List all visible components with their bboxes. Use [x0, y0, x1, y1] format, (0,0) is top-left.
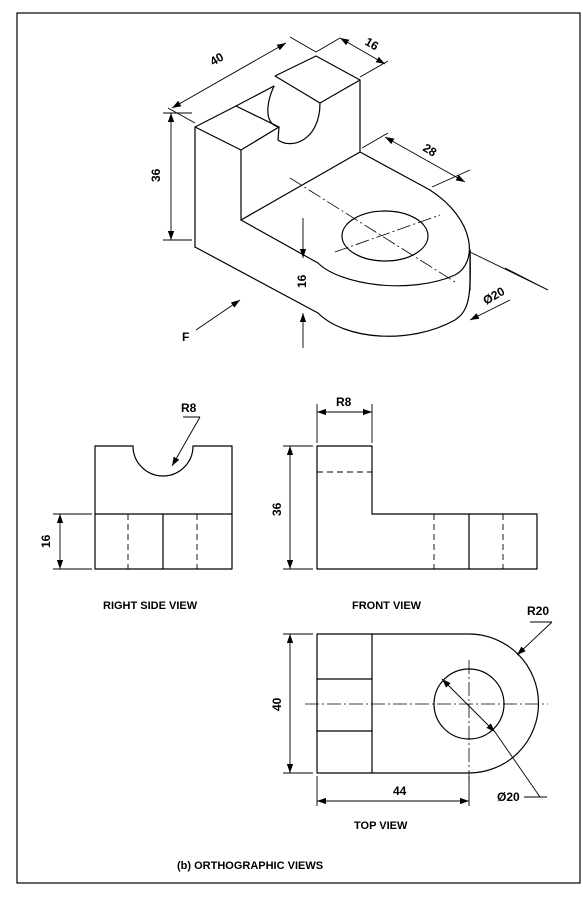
iso-dim-base-len: 28 [420, 141, 439, 160]
figure-caption: (b) ORTHOGRAPHIC VIEWS [177, 860, 323, 872]
iso-dim-top-thick: 16 [363, 34, 382, 53]
front-view-title: FRONT VIEW [352, 600, 422, 612]
iso-dim-base-thick: 16 [295, 274, 309, 288]
view-direction-label: F [182, 330, 189, 344]
iso-base [194, 151, 471, 337]
iso-dimensions: 40 16 36 28 16 Ø [149, 34, 549, 348]
isometric-view: 40 16 36 28 16 Ø [149, 34, 549, 348]
top-view-length: 44 [393, 784, 407, 798]
top-view-hole-dia: Ø20 [497, 790, 520, 804]
front-view: R8 36 FRONT VIEW [270, 395, 538, 612]
right-view-radius: R8 [181, 401, 197, 415]
top-view-width: 40 [270, 697, 284, 711]
right-side-view: R8 16 RIGHT SIDE VIEW [39, 401, 233, 612]
iso-dim-height: 36 [149, 168, 163, 182]
top-view: R20 Ø20 40 44 TOP VIEW [270, 604, 553, 832]
right-view-height: 16 [39, 534, 53, 548]
front-view-radius: R8 [336, 395, 352, 409]
iso-dim-hole-dia: Ø20 [481, 284, 508, 308]
front-view-height: 36 [270, 502, 284, 516]
sheet-border [16, 12, 581, 884]
top-view-title: TOP VIEW [354, 820, 408, 832]
iso-dim-width: 40 [208, 50, 227, 69]
right-side-view-title: RIGHT SIDE VIEW [103, 600, 198, 612]
iso-upright-block [194, 55, 361, 248]
top-view-radius: R20 [527, 604, 549, 618]
